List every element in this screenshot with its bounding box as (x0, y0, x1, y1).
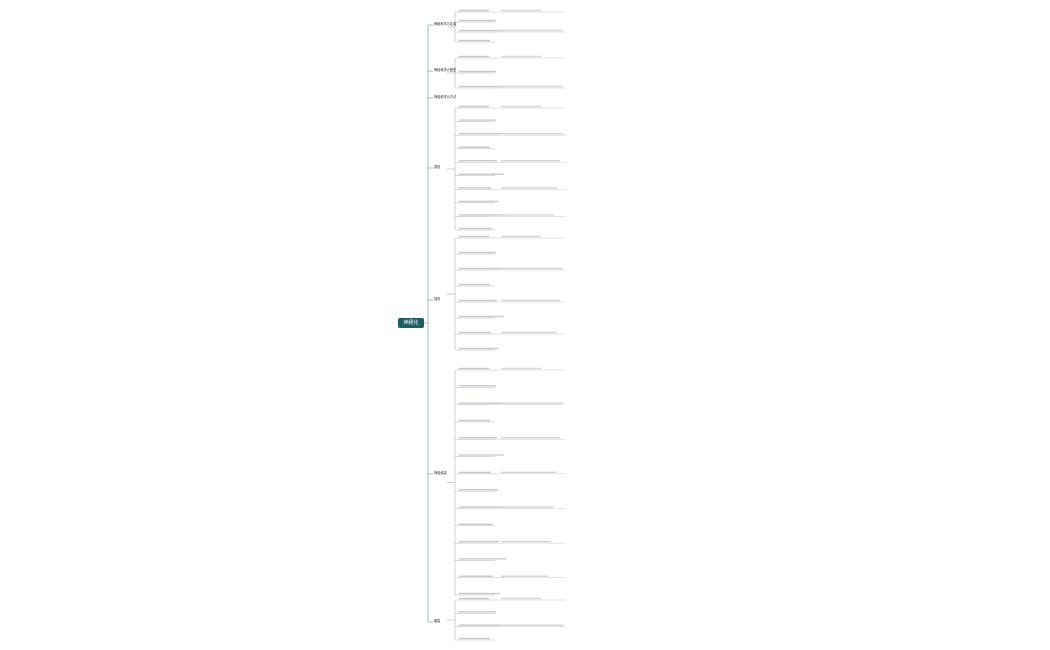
text-placeholder-bar (459, 611, 496, 613)
text-placeholder-bar (459, 624, 503, 626)
text-placeholder-bar (501, 105, 541, 108)
text-placeholder-bar (459, 454, 504, 456)
text-placeholder-bar (459, 214, 505, 216)
text-placeholder-bar (459, 558, 506, 560)
text-placeholder-bar (501, 214, 554, 216)
text-placeholder-bar (459, 132, 503, 135)
text-placeholder-bar (459, 39, 490, 42)
text-placeholder-bar (501, 132, 563, 135)
branch-node[interactable]: 展望 (434, 619, 441, 623)
text-placeholder-bar (459, 85, 503, 88)
text-placeholder-bar (459, 315, 504, 318)
text-placeholder-bar (459, 173, 504, 175)
text-placeholder-bar (459, 402, 503, 404)
root-node[interactable]: 神経化 (398, 318, 424, 328)
root-label: 神経化 (403, 320, 419, 326)
text-placeholder-bar (459, 540, 499, 543)
text-placeholder-bar (501, 55, 541, 58)
text-placeholder-bar (459, 488, 498, 491)
text-placeholder-bar (501, 471, 557, 474)
text-placeholder-bar (501, 367, 541, 370)
text-placeholder-bar (459, 19, 496, 22)
text-placeholder-bar (459, 146, 490, 148)
text-placeholder-bar (459, 523, 492, 525)
text-placeholder-bar (501, 575, 548, 577)
text-placeholder-bar (459, 267, 503, 270)
text-placeholder-bar (459, 299, 497, 302)
text-placeholder-bar (501, 85, 563, 88)
text-placeholder-bar (501, 506, 554, 508)
text-placeholder-bar (459, 385, 496, 387)
text-placeholder-bar (459, 367, 489, 370)
text-placeholder-bar (459, 283, 490, 286)
text-placeholder-bar (459, 419, 490, 422)
text-placeholder-bar (501, 267, 563, 270)
text-placeholder-bar (459, 119, 496, 121)
text-placeholder-bar (459, 471, 491, 474)
text-placeholder-bar (501, 437, 560, 439)
text-placeholder-bar (459, 251, 496, 254)
text-placeholder-bar (459, 347, 498, 350)
text-placeholder-bar (501, 624, 563, 626)
branch-node[interactable]: 神経科学の歴史 (434, 68, 457, 72)
text-placeholder-bar (459, 437, 497, 439)
branch-node[interactable]: 感情 (434, 297, 441, 301)
text-placeholder-bar (459, 597, 489, 600)
text-placeholder-bar (501, 597, 541, 600)
branch-node[interactable]: 神経科学の方法 (434, 95, 457, 99)
text-placeholder-bar (459, 55, 489, 58)
branch-node[interactable]: 神経科学の定義 (434, 22, 457, 26)
text-placeholder-bar (501, 402, 563, 404)
text-placeholder-bar (459, 29, 503, 32)
text-placeholder-bar (459, 592, 500, 595)
text-placeholder-bar (501, 9, 541, 12)
text-placeholder-bar (501, 299, 560, 302)
text-placeholder-bar (459, 105, 489, 108)
text-placeholder-bar (459, 637, 490, 640)
text-placeholder-bar (459, 506, 505, 508)
text-placeholder-bar (459, 331, 491, 334)
text-placeholder-bar (501, 160, 560, 162)
text-placeholder-bar (459, 200, 498, 203)
text-placeholder-bar (501, 187, 557, 189)
text-placeholder-bar (501, 540, 551, 543)
text-placeholder-bar (501, 235, 541, 238)
text-placeholder-bar (459, 575, 493, 577)
branch-node[interactable]: 神経疾患 (434, 471, 447, 475)
text-placeholder-bar (459, 160, 497, 162)
text-placeholder-bar (459, 187, 491, 189)
text-placeholder-bar (501, 331, 557, 334)
text-placeholder-bar (459, 227, 492, 230)
text-placeholder-bar (459, 70, 496, 73)
text-placeholder-bar (459, 235, 489, 238)
text-placeholder-bar (501, 29, 563, 32)
branch-node[interactable]: 認知 (434, 165, 441, 169)
text-placeholder-bar (459, 9, 489, 12)
